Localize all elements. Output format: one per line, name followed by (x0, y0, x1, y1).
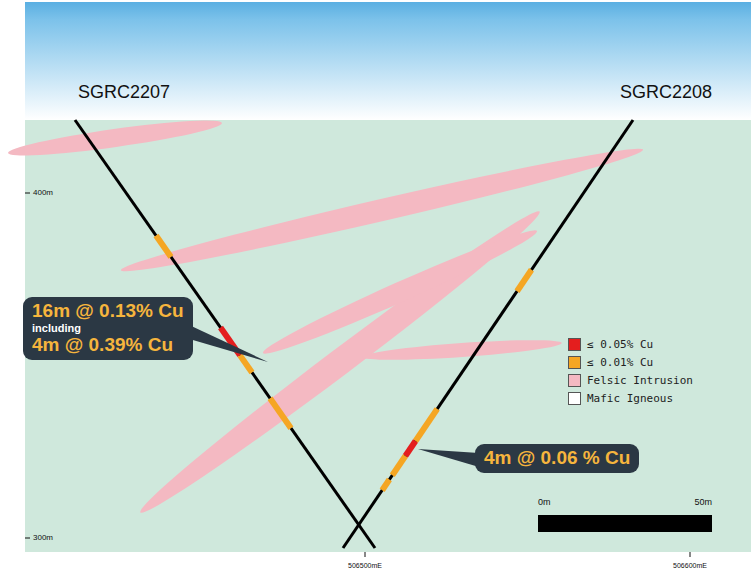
hole-name: SGRC2207 (78, 82, 170, 103)
assay-text: including (32, 322, 184, 334)
easting-label: 506500mE (348, 562, 382, 569)
assay-callout: 4m @ 0.06 % Cu (475, 444, 639, 473)
assay-interval (382, 480, 389, 491)
assay-text: 4m @ 0.06 % Cu (484, 447, 630, 469)
assay-interval (416, 409, 438, 441)
legend-text: ≤ 0.01% Cu (587, 356, 653, 370)
callout-pointer (189, 325, 268, 362)
assay-text: 4m @ 0.39% Cu (32, 334, 184, 356)
elevation-label: 400m (33, 188, 53, 197)
assay-interval (156, 236, 171, 257)
scale-bar (538, 515, 712, 532)
legend-swatch (568, 392, 581, 405)
mafic-ground (25, 120, 751, 552)
felsic-intrusions (7, 114, 646, 523)
hole-name: SGRC2208 (620, 82, 712, 103)
assay-interval (270, 398, 291, 428)
assay-interval (240, 355, 252, 372)
legend-swatch (568, 338, 581, 351)
easting-label: 506600mE (673, 562, 707, 569)
assay-interval (405, 441, 415, 456)
assay-callout: 16m @ 0.13% Cuincluding4m @ 0.39% Cu (23, 297, 193, 360)
drill-trace (343, 120, 633, 548)
assay-text: 16m @ 0.13% Cu (32, 300, 184, 322)
legend-swatch (568, 356, 581, 369)
sky (25, 2, 751, 120)
legend-text: Mafic Igneous (587, 392, 673, 406)
assay-interval (392, 456, 405, 475)
assay-interval (517, 270, 532, 291)
legend-text: ≤ 0.05% Cu (587, 338, 653, 352)
scale-label: 0m (538, 497, 551, 507)
callout-pointers (189, 325, 479, 467)
legend-text: Felsic Intrusion (587, 374, 693, 388)
elevation-label: 300m (33, 533, 53, 542)
scale-label: 50m (694, 497, 712, 507)
legend-swatch (568, 374, 581, 387)
callout-pointer (418, 449, 479, 467)
